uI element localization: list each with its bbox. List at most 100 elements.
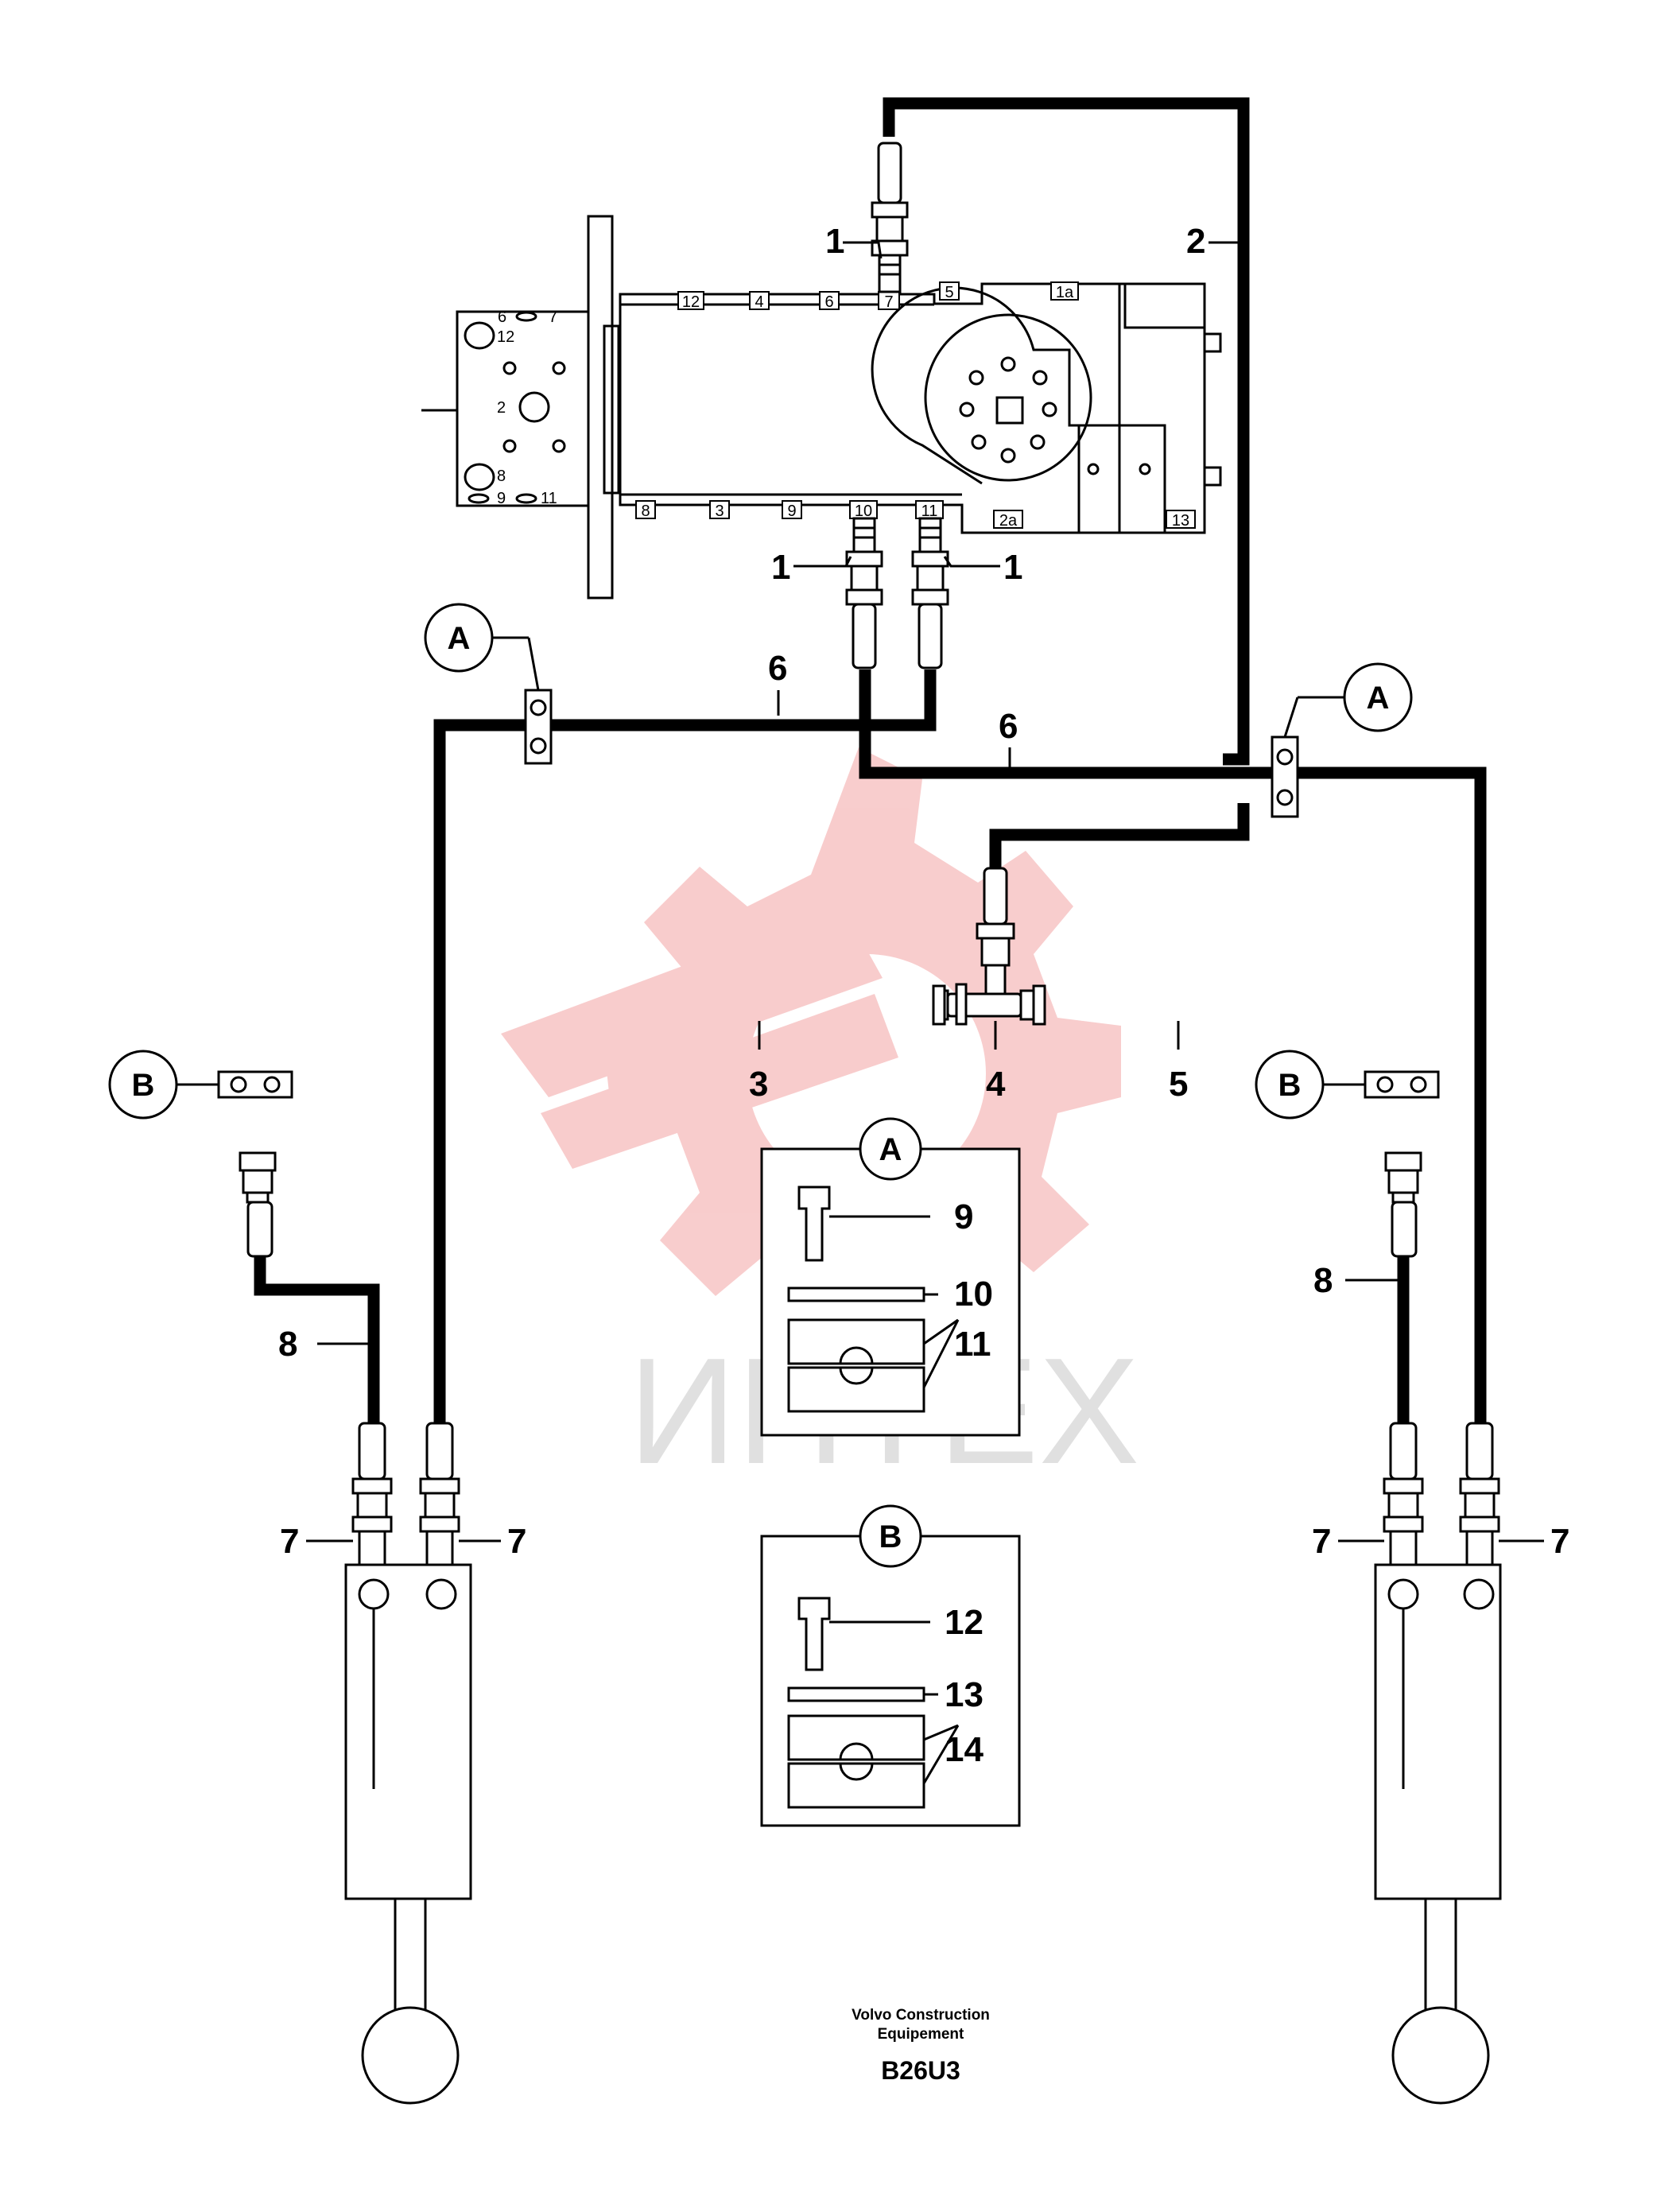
svg-text:7: 7: [549, 309, 557, 326]
port-tag: 3: [709, 500, 730, 520]
hose-fitting-top: [871, 142, 909, 293]
cylinder-fittings-right: [1383, 1422, 1500, 1566]
port-tag: 9: [782, 500, 802, 520]
ref-7: 7: [280, 1522, 299, 1561]
svg-text:9: 9: [787, 503, 796, 520]
footer: Volvo Construction Equipement B26U3: [852, 2007, 990, 2085]
drawing-code: B26U3: [881, 2056, 960, 2085]
callout-a-left: A: [424, 603, 540, 691]
svg-text:6: 6: [498, 309, 506, 326]
cylinder-fittings-left: [351, 1422, 460, 1566]
ref-1: 1: [771, 548, 790, 587]
svg-text:8: 8: [641, 503, 650, 520]
svg-text:10: 10: [855, 503, 872, 520]
ref-7: 7: [1312, 1522, 1331, 1561]
hose-8-left: [254, 1252, 380, 1423]
detail-a-header: A: [859, 1117, 922, 1181]
port-tag: 8: [635, 500, 656, 520]
hydraulic-lines: [254, 97, 1487, 1423]
svg-text:11: 11: [541, 490, 557, 507]
ref-6: 6: [768, 649, 787, 688]
svg-text:A: A: [879, 1132, 902, 1167]
port-tag: 1a: [1050, 281, 1079, 301]
port-tag: 7: [878, 291, 900, 311]
ref-10: 10: [954, 1275, 993, 1314]
callout-a-right: A: [1283, 662, 1413, 738]
port-tag: 13: [1166, 510, 1196, 530]
hose-6-left: [433, 669, 937, 1423]
tee-fitting: [932, 867, 1046, 1026]
valve-port-tags-bottom: 8 3 9 10 11 2a 13: [635, 500, 1196, 530]
svg-text:A: A: [1367, 681, 1390, 716]
svg-text:2: 2: [497, 399, 506, 417]
ref-12: 12: [945, 1603, 983, 1642]
svg-text:8: 8: [497, 468, 506, 485]
detail-b-header: B: [859, 1504, 922, 1568]
reference-numbers: 1 2 1 1 6 6 3 4 5 9 10 11 12 13 14 8 8 7…: [278, 222, 1569, 1769]
control-valve: [421, 215, 1222, 600]
svg-text:4: 4: [755, 293, 763, 311]
ref-13: 13: [945, 1675, 983, 1714]
mounting-plate: [587, 215, 614, 600]
valve-port-tags-top: 12 4 6 7 5 1a: [677, 281, 1079, 311]
svg-text:7: 7: [884, 293, 893, 311]
svg-text:6: 6: [824, 293, 833, 311]
port-tag: 10: [849, 500, 878, 520]
svg-text:B: B: [132, 1068, 155, 1103]
detail-box-a: [760, 1147, 1021, 1437]
ref-14: 14: [945, 1730, 983, 1769]
ref-7: 7: [1550, 1522, 1569, 1561]
ref-1: 1: [825, 222, 844, 261]
footer-line-1: Volvo Construction: [852, 2007, 990, 2024]
svg-text:2a: 2a: [999, 512, 1018, 530]
svg-text:11: 11: [921, 503, 938, 520]
ref-11: 11: [954, 1325, 991, 1364]
svg-text:B: B: [1278, 1068, 1302, 1103]
svg-text:1a: 1a: [1056, 284, 1074, 301]
hydraulic-cylinder-left: [344, 1563, 472, 2105]
svg-text:13: 13: [1172, 512, 1189, 530]
hose-end-left: [239, 1151, 277, 1258]
callout-b-left: B: [108, 1050, 219, 1120]
port-tag: 6: [819, 291, 840, 311]
ref-5: 5: [1169, 1065, 1188, 1104]
svg-text:A: A: [448, 621, 471, 656]
hose-end-right: [1384, 1151, 1422, 1258]
ref-2: 2: [1186, 222, 1205, 261]
port-tag: 5: [939, 281, 960, 301]
ref-3: 3: [749, 1065, 768, 1104]
hose-6-right: [859, 669, 1487, 1423]
hose-fitting-bottom-left: [845, 517, 883, 669]
bolt-circle: [959, 356, 1057, 464]
ref-1: 1: [1003, 548, 1022, 587]
port-tag: 2a: [993, 510, 1023, 530]
svg-text:9: 9: [497, 490, 506, 507]
line-clamp-left: [524, 689, 553, 765]
fittings: [239, 142, 1500, 1566]
port-tag: 4: [749, 291, 770, 311]
svg-text:12: 12: [682, 293, 700, 311]
ref-8: 8: [278, 1325, 297, 1364]
svg-text:12: 12: [497, 328, 514, 346]
footer-line-2: Equipement: [878, 2026, 964, 2043]
manifold-side-tags: 6 7 12 2 8 9 11: [497, 309, 557, 507]
ref-6: 6: [999, 707, 1018, 746]
hose-2: [883, 97, 1250, 766]
callout-b-right: B: [1255, 1050, 1365, 1120]
ref-9: 9: [954, 1197, 973, 1236]
clamp-b-right: [1364, 1070, 1440, 1099]
leader-lines: [306, 241, 1544, 1543]
clamp-b-left: [217, 1070, 293, 1099]
ref-7: 7: [507, 1522, 526, 1561]
hydraulic-cylinder-right: [1374, 1563, 1502, 2105]
hose-5: [989, 803, 1250, 868]
detail-box-b: [760, 1535, 1021, 1827]
port-tag: 11: [915, 500, 944, 520]
port-tag: 12: [677, 291, 704, 311]
svg-text:5: 5: [945, 284, 953, 301]
line-clamp-right: [1271, 735, 1299, 818]
hose-fitting-bottom-right: [911, 517, 949, 669]
svg-text:3: 3: [715, 503, 724, 520]
svg-text:B: B: [879, 1519, 902, 1554]
ref-4: 4: [986, 1065, 1006, 1104]
